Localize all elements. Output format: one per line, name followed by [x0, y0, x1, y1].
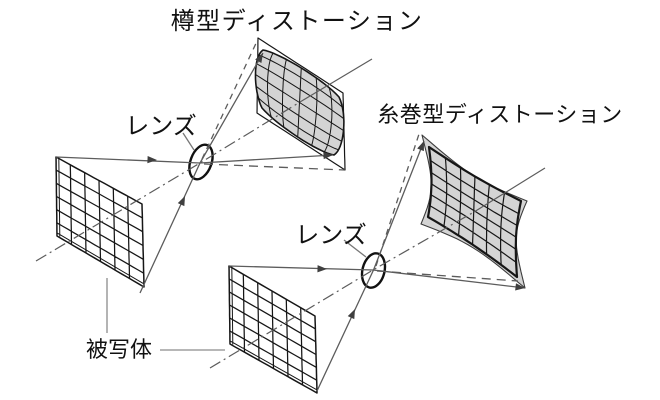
- t-ray-from-subject-top: [55, 156, 201, 164]
- t-ray-from-subject-bottom: [139, 52, 264, 294]
- b-dashed-to-plane-top: [375, 133, 420, 267]
- t-dashed-to-plane-bottom: [203, 163, 346, 171]
- b-ray-from-subject-top: [228, 265, 374, 271]
- pincushion-distortion-title: 糸巻型ディストーション: [377, 103, 623, 128]
- b-ray-from-subject-bottom: [316, 140, 425, 392]
- barrel-distortion-title: 樽型ディストーション: [171, 7, 424, 35]
- arrowhead: [177, 196, 185, 207]
- pincushion-distorted-grid: [426, 145, 523, 279]
- t-optical-axis: [35, 101, 301, 262]
- arrowhead: [255, 53, 263, 64]
- lens-label-bottom: レンズ: [295, 221, 367, 249]
- diagram-layer: [35, 37, 546, 394]
- pincushion-distorted-grid-gridlines: [429, 157, 519, 265]
- arrowhead: [317, 265, 327, 273]
- t-lens-pointer: [182, 132, 195, 151]
- subject-grid-bottom-thickness-edge: [230, 266, 318, 391]
- b-lens-pointer: [343, 239, 367, 258]
- subject-grid-top: [55, 156, 145, 288]
- barrel-distorted-grid-gridlines: [255, 52, 345, 153]
- barrel-distorted-grid: [254, 49, 345, 156]
- t-ray-to-image-bottom: [199, 154, 334, 164]
- arrowhead: [417, 141, 424, 152]
- lens-label-top: レンズ: [125, 112, 197, 140]
- arrowhead: [347, 309, 355, 320]
- subject-label: 被写体: [86, 338, 152, 363]
- t-optical-axis-extension: [299, 58, 373, 103]
- b-dashed-to-plane-bottom: [376, 270, 519, 282]
- arrowhead: [147, 156, 157, 164]
- b-optical-axis-extension: [473, 167, 546, 213]
- t-dashed-to-plane-top: [201, 38, 259, 160]
- arrowhead: [515, 283, 525, 291]
- arrowhead: [323, 151, 333, 160]
- subject-grid-top-thickness-edge: [57, 157, 145, 285]
- b-optical-axis: [209, 211, 475, 369]
- subject-grid-top-gridlines: [55, 164, 145, 279]
